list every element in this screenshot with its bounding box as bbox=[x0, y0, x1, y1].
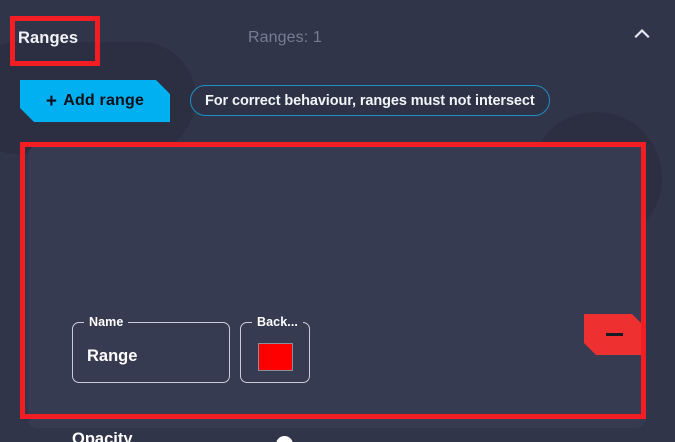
add-range-label: Add range bbox=[63, 92, 145, 109]
range-card: Name Range Back... Opacity Min 0 Max 1 bbox=[28, 146, 646, 442]
intersect-warning-badge: For correct behaviour, ranges must not i… bbox=[190, 85, 550, 116]
opacity-slider[interactable] bbox=[145, 433, 297, 442]
minus-icon bbox=[606, 333, 623, 336]
chevron-up-icon bbox=[632, 24, 652, 44]
name-field[interactable]: Name Range bbox=[72, 315, 230, 383]
name-field-value: Range bbox=[87, 347, 138, 365]
intersect-warning-text: For correct behaviour, ranges must not i… bbox=[205, 92, 535, 109]
color-swatch[interactable] bbox=[258, 343, 293, 371]
remove-range-button[interactable] bbox=[584, 314, 644, 355]
page-title: Ranges bbox=[18, 29, 79, 47]
opacity-label: Opacity bbox=[72, 430, 133, 442]
plus-icon: + bbox=[45, 90, 58, 112]
background-color-field[interactable]: Back... bbox=[240, 315, 310, 383]
add-range-button[interactable]: + Add range bbox=[20, 80, 170, 122]
background-color-field-label: Back... bbox=[252, 315, 304, 330]
panel-header: Ranges Ranges: 1 bbox=[0, 0, 675, 66]
ranges-count-label: Ranges: 1 bbox=[248, 29, 322, 46]
opacity-slider-thumb[interactable] bbox=[276, 436, 293, 442]
name-field-label: Name bbox=[84, 315, 129, 330]
collapse-panel-button[interactable] bbox=[622, 14, 662, 54]
